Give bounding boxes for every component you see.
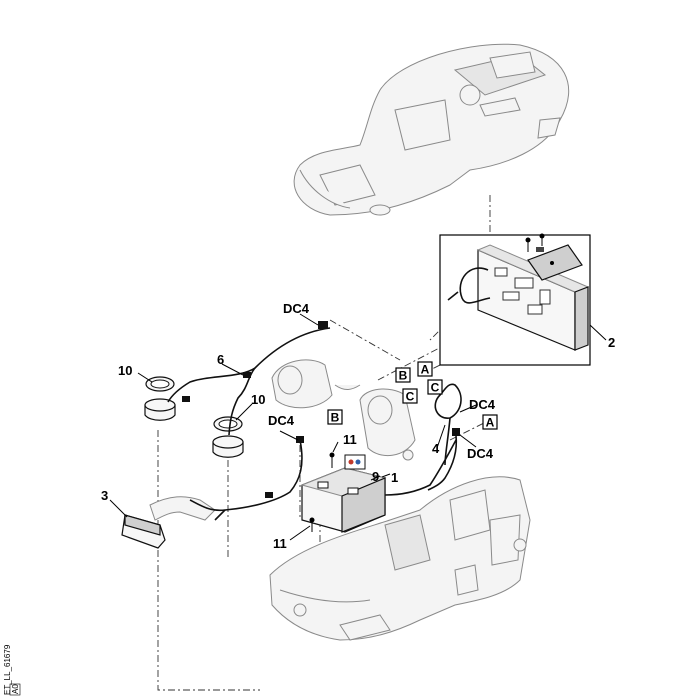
callout-10-right: 10 [251,392,265,407]
drawing-id: ET_LL_61679 [3,644,12,695]
drawing-reference: ET_LL_61679 A0 [3,644,21,696]
grommet-left-body [144,398,176,421]
svg-text:B: B [399,369,408,383]
upper-housing-ghost [293,43,570,216]
circuit-board [447,244,590,351]
callout-dc4-right-upper: DC4 [469,397,496,412]
drawing-revision: A0 [11,684,20,694]
leader-lines [109,313,607,541]
connector-tag-b-2: B [327,409,343,425]
sensor-cable-4 [427,383,462,491]
callout-11-top: 11 [343,432,357,447]
svg-text:A: A [486,416,495,430]
callout-11-bottom: 11 [273,536,287,551]
callout-dc4-mid: DC4 [268,413,295,428]
screw-set [525,233,545,252]
connector-tag-a-1: A [417,361,433,377]
svg-text:A: A [421,363,430,377]
svg-text:B: B [331,411,340,425]
svg-text:C: C [406,390,415,404]
screw-11-bottom [309,517,315,532]
callout-dc4-right-lower: DC4 [467,446,494,461]
grommet-right-top [213,416,243,432]
callout-1: 1 [391,470,398,485]
screw-11-top [329,452,335,468]
motor-right [359,388,416,461]
callout-6: 6 [217,352,224,367]
callout-9: 9 [372,469,379,484]
callout-3: 3 [101,488,108,503]
motor-left-ghost [271,359,361,409]
cable-channel-3 [121,496,216,549]
wire-harness-6 [167,321,331,436]
callout-4: 4 [432,441,440,456]
callout-10-left: 10 [118,363,132,378]
callout-dc4-top: DC4 [283,301,310,316]
connector-tag-c-2: C [402,388,418,404]
svg-text:C: C [431,381,440,395]
grommet-right-body [212,435,244,458]
connector-tag-b-1: B [395,367,411,383]
callout-2: 2 [608,335,615,350]
lower-chassis-ghost [269,476,531,641]
warning-label-9 [344,454,366,470]
grommet-left-top [145,376,175,392]
connector-tag-c-1: C [427,379,443,395]
wire-harness-dc4-mid [189,436,304,521]
cover-plate [527,244,583,281]
detail-inset-box [439,233,591,366]
control-module-1 [300,439,457,533]
connector-tag-a-2: A [482,414,498,430]
